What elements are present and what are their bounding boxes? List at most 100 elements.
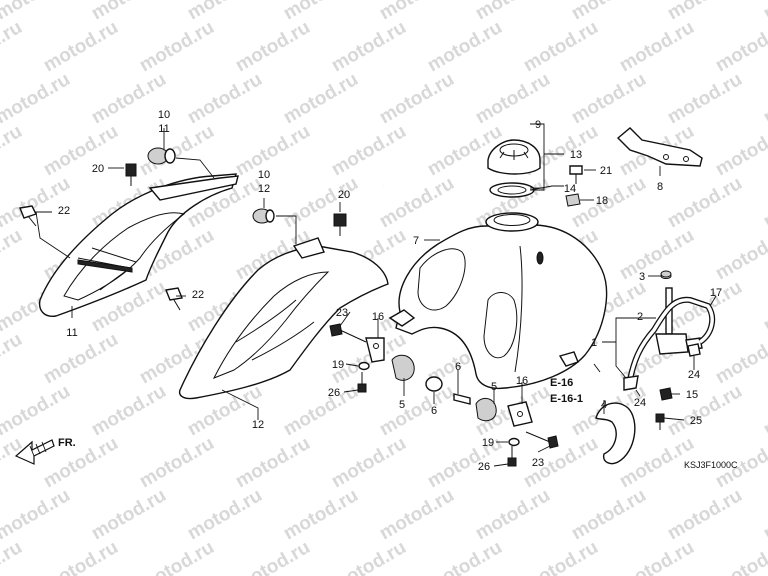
watermark-text: motod.ru xyxy=(712,17,768,76)
fuel-tank xyxy=(388,212,608,390)
fuel-cap xyxy=(487,139,541,198)
callout-19a: 19 xyxy=(332,359,344,371)
callout-4: 4 xyxy=(601,399,607,411)
watermark-text: motod.ru xyxy=(568,485,650,544)
callout-16a: 16 xyxy=(372,311,384,323)
washer-19-right xyxy=(508,437,520,447)
watermark-text: motod.ru xyxy=(664,69,746,128)
clamp-24-valve xyxy=(687,343,701,357)
breather-tube-inner xyxy=(383,121,512,188)
watermark-text: motod.ru xyxy=(232,121,314,180)
screw-22-left xyxy=(19,205,37,227)
watermark-text: motod.ru xyxy=(664,485,746,544)
watermark-text: motod.ru xyxy=(712,537,768,576)
callout-20a: 20 xyxy=(92,163,104,175)
screw-26-right xyxy=(507,446,517,467)
callout-22a: 22 xyxy=(58,205,70,217)
watermark-text: motod.ru xyxy=(0,381,74,440)
watermark-text: motod.ru xyxy=(136,17,218,76)
watermark-text: motod.ru xyxy=(40,17,122,76)
grommet-10-11 xyxy=(147,147,176,165)
clamp-24-hose xyxy=(623,375,639,391)
callout-17: 17 xyxy=(710,287,722,299)
screw-26-left xyxy=(357,372,367,393)
callout-18: 18 xyxy=(596,195,608,207)
callout-5b: 5 xyxy=(491,381,497,393)
callout-9: 9 xyxy=(535,119,541,131)
watermark-text: motod.ru xyxy=(328,433,410,492)
watermark-text: motod.ru xyxy=(184,0,266,24)
callout-23b: 23 xyxy=(532,457,544,469)
watermark-text: motod.ru xyxy=(568,69,650,128)
bolt-20-right xyxy=(333,213,347,236)
leader-lines xyxy=(35,123,717,467)
reference-e16-1[interactable]: E-16-1 xyxy=(550,393,583,405)
callout-20b: 20 xyxy=(338,189,350,201)
watermark-text: motod.ru xyxy=(472,69,554,128)
watermark-text: motod.ru xyxy=(280,69,362,128)
watermark-text: motod.ru xyxy=(712,329,768,388)
reference-e16[interactable]: E-16 xyxy=(550,377,573,389)
callout-15: 15 xyxy=(686,389,698,401)
collar-18 xyxy=(565,193,581,207)
watermark-text: motod.ru xyxy=(0,173,74,232)
callout-10b: 10 xyxy=(258,169,270,181)
watermark-text: motod.ru xyxy=(760,69,768,128)
watermark-text: motod.ru xyxy=(184,485,266,544)
watermark-text: motod.ru xyxy=(616,225,698,284)
callout-26a: 26 xyxy=(328,387,340,399)
watermark-text: motod.ru xyxy=(232,433,314,492)
watermark-text: motod.ru xyxy=(376,69,458,128)
callout-19b: 19 xyxy=(482,437,494,449)
bolt-23-right xyxy=(525,431,559,449)
callout-16b: 16 xyxy=(516,375,528,387)
stay-16-right xyxy=(507,401,533,427)
bolt-20-left xyxy=(125,163,137,186)
callout-7: 7 xyxy=(413,235,419,247)
fuel-hose-clip xyxy=(595,402,636,465)
o-ring-3 xyxy=(660,270,672,278)
watermark-text: motod.ru xyxy=(40,121,122,180)
watermark-text: motod.ru xyxy=(616,537,698,576)
watermark-text: motod.ru xyxy=(616,17,698,76)
callout-26b: 26 xyxy=(478,461,490,473)
watermark-text: motod.ru xyxy=(0,69,74,128)
callout-10a: 10 xyxy=(158,109,170,121)
callout-21: 21 xyxy=(600,165,612,177)
watermark-text: motod.ru xyxy=(712,225,768,284)
watermark-text: motod.ru xyxy=(0,329,26,388)
watermark-text: motod.ru xyxy=(376,381,458,440)
callout-12b: 12 xyxy=(252,419,264,431)
watermark-text: motod.ru xyxy=(0,17,26,76)
callout-1: 1 xyxy=(591,337,597,349)
screw-25 xyxy=(655,413,665,430)
callout-14: 14 xyxy=(564,183,576,195)
callout-5a: 5 xyxy=(399,399,405,411)
callout-2: 2 xyxy=(637,311,643,323)
callout-24b: 24 xyxy=(634,397,646,409)
callout-11a: 11 xyxy=(158,123,169,135)
nut-15 xyxy=(659,387,673,401)
callout-24a: 24 xyxy=(688,369,700,381)
callout-6b: 6 xyxy=(455,361,461,373)
callout-12a: 12 xyxy=(258,183,270,195)
tank-bracket xyxy=(616,127,703,167)
watermark-text: motod.ru xyxy=(328,121,410,180)
watermark-text: motod.ru xyxy=(136,121,218,180)
watermark-text: motod.ru xyxy=(760,277,768,336)
watermark-text: motod.ru xyxy=(664,0,746,24)
watermark-text: motod.ru xyxy=(88,381,170,440)
grommet-10-12 xyxy=(252,208,275,224)
screw-22-right xyxy=(165,287,183,311)
watermark-text: motod.ru xyxy=(472,0,554,24)
watermark-text: motod.ru xyxy=(0,537,26,576)
bolt-23-left xyxy=(329,323,367,343)
watermark-text: motod.ru xyxy=(760,173,768,232)
watermark-text: motod.ru xyxy=(232,537,314,576)
watermark-text: motod.ru xyxy=(376,485,458,544)
callout-8: 8 xyxy=(657,181,663,193)
right-shroud xyxy=(178,237,389,400)
watermark-text: motod.ru xyxy=(568,173,650,232)
watermark-text: motod.ru xyxy=(760,0,768,24)
